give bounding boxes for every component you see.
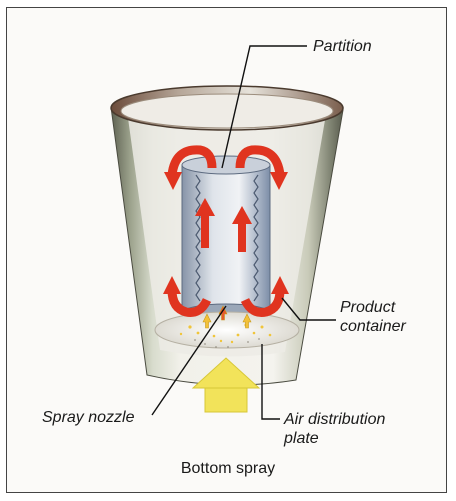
- label-air-distribution-plate: Air distribution plate: [284, 410, 385, 448]
- label-air-line2: plate: [284, 429, 385, 448]
- label-partition: Partition: [313, 37, 372, 56]
- label-spray-nozzle: Spray nozzle: [42, 408, 135, 427]
- label-air-line1: Air distribution: [284, 410, 385, 429]
- label-product-container: Product container: [340, 298, 406, 336]
- air-distribution-plate: [155, 312, 299, 348]
- partition-cylinder: [182, 165, 270, 313]
- figure-caption: Bottom spray: [0, 460, 456, 478]
- label-product-line2: container: [340, 317, 406, 336]
- label-product-line1: Product: [340, 298, 406, 317]
